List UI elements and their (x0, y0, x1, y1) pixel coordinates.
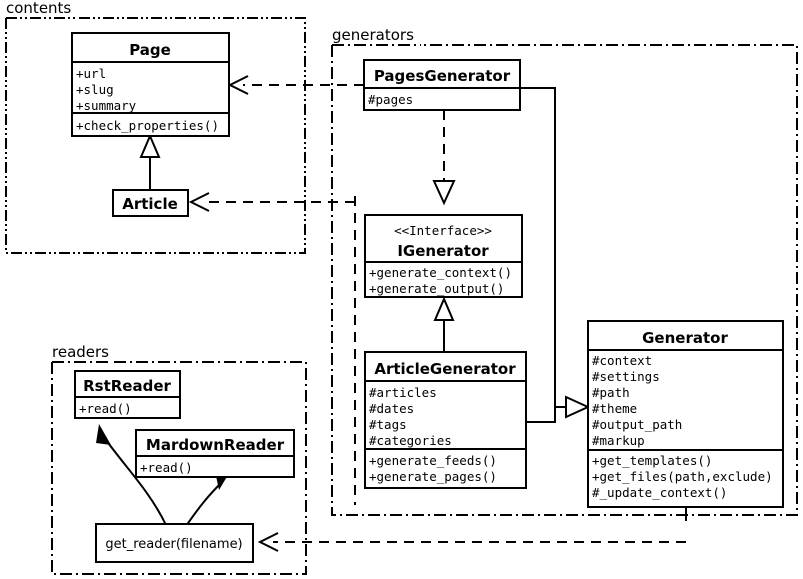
class-page-attribute: +summary (76, 98, 137, 113)
class-rstreader-name: RstReader (83, 377, 171, 395)
package-generators: generators (331, 26, 798, 516)
class-igenerator-name: IGenerator (397, 242, 489, 260)
class-articlegenerator-attribute: #dates (369, 401, 414, 416)
relation-pagesgenerator-igenerator (432, 110, 456, 206)
class-mardownreader[interactable]: MardownReader +read() (135, 429, 295, 478)
class-article-name: Article (122, 195, 178, 213)
relation-articlegenerator-igenerator (433, 296, 455, 352)
relation-articlegenerator-generator (526, 395, 591, 423)
class-generator-method: #_update_context() (592, 485, 727, 500)
package-generators-label: generators (332, 26, 414, 44)
package-contents-border (5, 17, 306, 254)
class-generator-method: +get_templates() (592, 453, 712, 468)
class-generator-method: +get_files(path,exclude) (592, 469, 773, 484)
package-readers: readers (51, 343, 307, 575)
class-articlegenerator-attribute: #articles (369, 385, 437, 400)
class-articlegenerator-method: +generate_feeds() (369, 453, 497, 468)
class-page-attribute: +url (76, 66, 106, 81)
function-get-reader[interactable]: get_reader(filename) (95, 523, 254, 563)
class-articlegenerator-name: ArticleGenerator (374, 360, 516, 378)
class-generator-attribute: #context (592, 353, 652, 368)
class-generator-name: Generator (642, 329, 728, 347)
function-get-reader-label: get_reader(filename) (105, 537, 242, 552)
class-articlegenerator-attribute: #categories (369, 433, 452, 448)
relation-pagesgenerator-page (227, 75, 364, 95)
class-generator-attribute: #settings (592, 369, 660, 384)
class-generator-attribute: #path (592, 385, 630, 400)
relation-generator-getreader (257, 507, 687, 552)
relation-getreader-mardownreader (185, 470, 231, 527)
class-articlegenerator[interactable]: ArticleGenerator #articles #dates #tags … (364, 351, 527, 489)
class-articlegenerator-method: +generate_pages() (369, 469, 497, 484)
class-article[interactable]: Article (112, 189, 189, 217)
relation-pagesgenerator-generator (520, 87, 566, 408)
class-generator-attribute: #theme (592, 401, 637, 416)
class-page[interactable]: Page +url +slug +summary +check_properti… (71, 32, 230, 137)
class-generator[interactable]: Generator #context #settings #path #them… (587, 320, 784, 508)
class-pagesgenerator[interactable]: PagesGenerator #pages (363, 59, 521, 111)
class-igenerator-method: +generate_output() (369, 281, 504, 296)
package-readers-border (51, 361, 307, 575)
package-contents: contents (5, 0, 306, 254)
class-igenerator-stereotype: <<Interface>> (394, 223, 492, 238)
class-page-name: Page (129, 41, 171, 59)
relation-articlegenerator-article (188, 192, 355, 212)
relation-article-page (139, 133, 161, 190)
class-rstreader[interactable]: RstReader +read() (74, 370, 181, 419)
class-igenerator-method: +generate_context() (369, 265, 512, 280)
class-igenerator[interactable]: <<Interface>> IGenerator +generate_conte… (364, 214, 523, 298)
class-mardownreader-method: +read() (140, 460, 193, 475)
class-generator-attribute: #markup (592, 433, 645, 448)
class-page-method: +check_properties() (76, 118, 219, 133)
class-pagesgenerator-name: PagesGenerator (374, 67, 511, 85)
package-readers-label: readers (52, 343, 109, 361)
class-page-attribute: +slug (76, 82, 114, 97)
class-pagesgenerator-attribute: #pages (368, 92, 413, 107)
class-articlegenerator-attribute: #tags (369, 417, 407, 432)
class-mardownreader-name: MardownReader (146, 436, 285, 454)
class-rstreader-method: +read() (79, 401, 132, 416)
relation-getreader-rstreader (96, 424, 167, 526)
package-contents-label: contents (6, 0, 71, 17)
package-generators-border (331, 44, 798, 516)
class-generator-attribute: #output_path (592, 417, 682, 432)
